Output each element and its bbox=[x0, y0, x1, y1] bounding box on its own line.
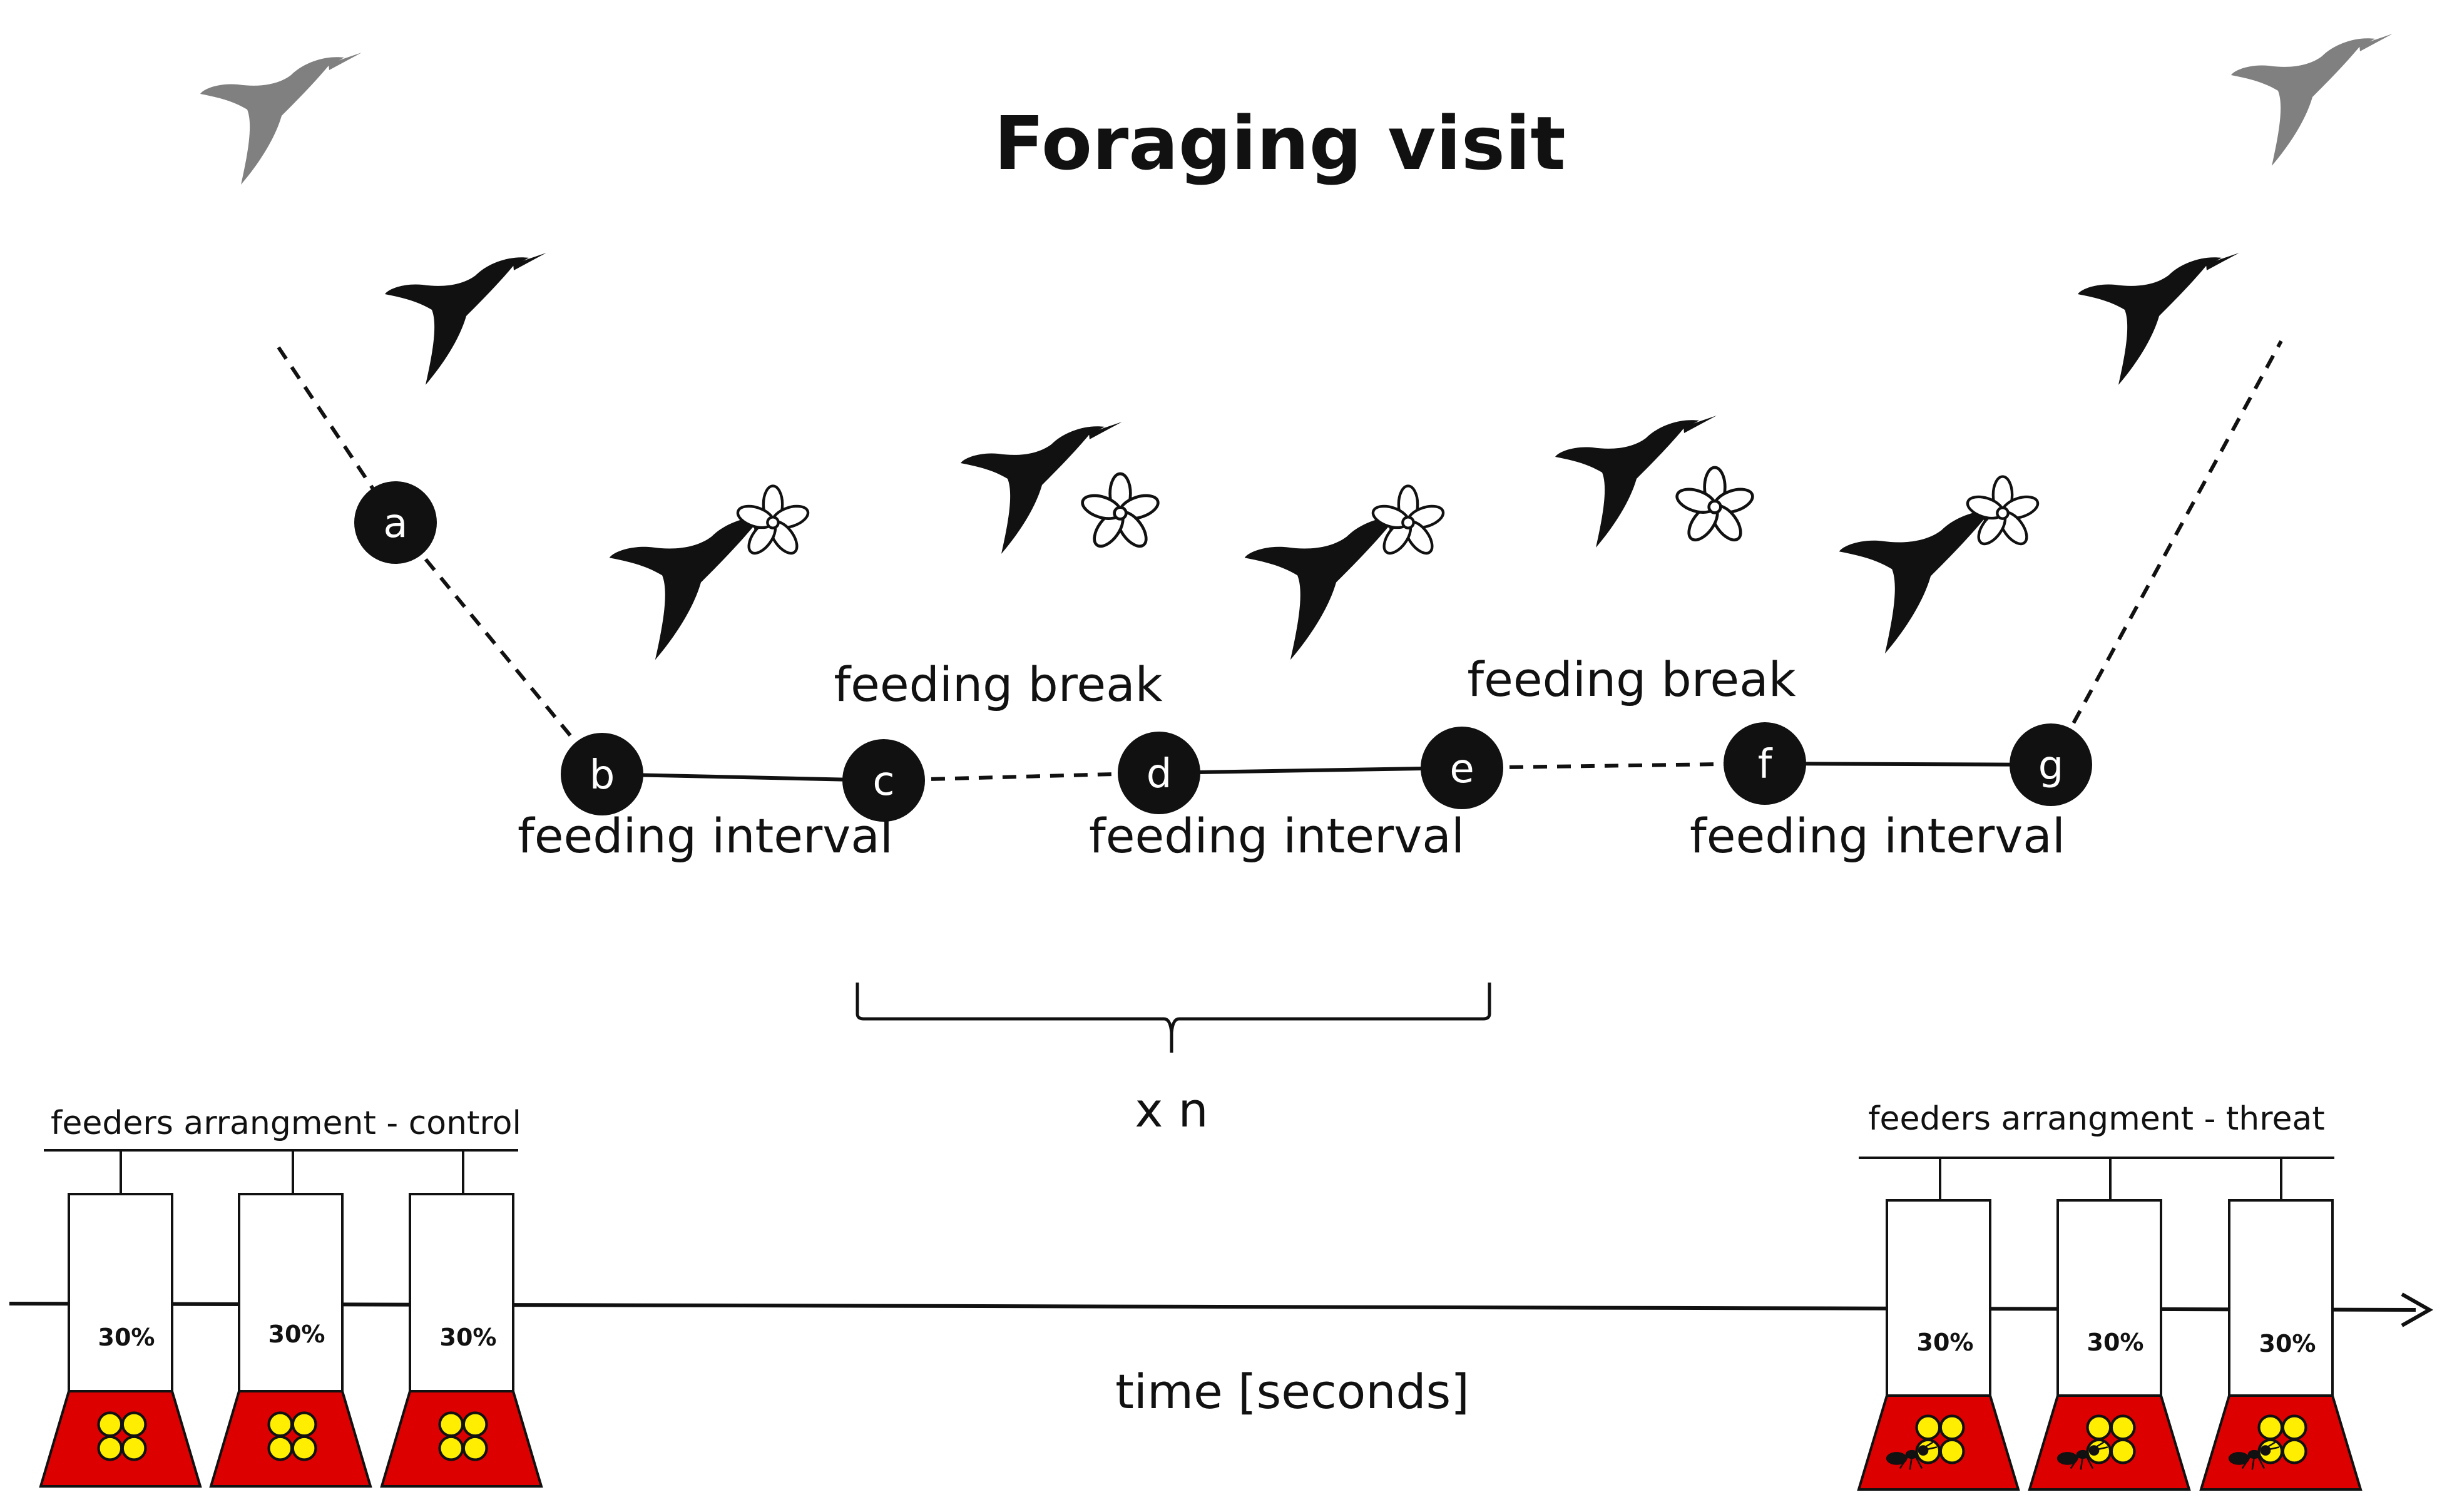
flower-icon bbox=[1371, 486, 1446, 558]
feeder: 30% bbox=[1857, 1199, 2020, 1491]
sugar-concentration: 30% bbox=[268, 1320, 325, 1348]
feeding-break-dashed-line bbox=[1461, 762, 1765, 770]
departure-dashed-line bbox=[2049, 340, 2283, 766]
node-d: d bbox=[1118, 732, 1200, 814]
feeding-break-label: feeding break bbox=[834, 656, 1162, 712]
node-f: f bbox=[1724, 722, 1806, 805]
hummingbird-icon bbox=[2231, 34, 2393, 166]
feeder-base bbox=[1857, 1394, 2020, 1491]
threat-feeders-label: feeders arrangment - threat bbox=[1868, 1100, 2324, 1138]
sugar-concentration: 30% bbox=[440, 1324, 497, 1351]
feeding-break-label: feeding break bbox=[1467, 651, 1796, 707]
flower-icon bbox=[1674, 467, 1755, 545]
node-b: b bbox=[561, 733, 643, 815]
feeder: 30% bbox=[39, 1193, 202, 1488]
feeding-interval-label: feeding interval bbox=[1690, 808, 2065, 864]
feeding-interval-label: feeding interval bbox=[1089, 808, 1464, 864]
svg-text:e: e bbox=[1449, 746, 1474, 792]
node-a: a bbox=[354, 481, 437, 564]
svg-text:b: b bbox=[590, 752, 615, 799]
node-c: c bbox=[842, 739, 925, 822]
feeder-base bbox=[209, 1390, 372, 1488]
feeder: 30% bbox=[380, 1193, 543, 1488]
feeding-interval-line bbox=[1764, 762, 2051, 767]
feeder-base bbox=[2199, 1394, 2363, 1491]
repeat-brace bbox=[856, 983, 1491, 1053]
svg-text:c: c bbox=[872, 759, 894, 805]
diagram-title: Foraging visit bbox=[994, 100, 1566, 186]
approach-dashed-line bbox=[394, 521, 604, 775]
svg-text:f: f bbox=[1758, 742, 1773, 788]
hummingbird-icon bbox=[385, 253, 546, 385]
time-axis-arrowhead bbox=[2401, 1292, 2434, 1327]
svg-text:a: a bbox=[383, 501, 407, 547]
threat-feeders: feeders arrangment - threat 30% 30% 30% bbox=[1857, 1100, 2363, 1491]
feeder-base bbox=[2028, 1394, 2191, 1491]
sugar-concentration: 30% bbox=[2259, 1330, 2316, 1357]
feeding-break-dashed-line bbox=[883, 771, 1160, 782]
sugar-concentration: 30% bbox=[98, 1324, 155, 1351]
hummingbird-icon bbox=[200, 53, 362, 185]
sugar-concentration: 30% bbox=[2087, 1329, 2144, 1356]
node-e: e bbox=[1421, 727, 1503, 809]
feeding-interval-label: feeding interval bbox=[518, 808, 893, 864]
flower-icon bbox=[1080, 474, 1161, 551]
feeder: 30% bbox=[2199, 1199, 2363, 1491]
control-feeders: feeders arrangment - control 30% 30% 30% bbox=[39, 1105, 543, 1488]
feeder-base bbox=[39, 1390, 202, 1488]
feeding-interval-line bbox=[601, 772, 884, 782]
svg-text:g: g bbox=[2038, 743, 2064, 789]
repeat-label: x n bbox=[1135, 1082, 1208, 1138]
hummingbird-icon bbox=[2078, 253, 2239, 385]
flower-icon bbox=[1965, 477, 2041, 549]
time-axis bbox=[9, 1302, 2416, 1312]
flower-icon bbox=[735, 486, 811, 558]
feeding-interval-line bbox=[1158, 766, 1463, 775]
time-axis-label: time [seconds] bbox=[1115, 1364, 1469, 1419]
visit-path bbox=[277, 340, 2283, 782]
svg-text:d: d bbox=[1147, 751, 1172, 797]
control-feeders-label: feeders arrangment - control bbox=[51, 1105, 521, 1142]
sugar-concentration: 30% bbox=[1917, 1329, 1974, 1356]
feeder: 30% bbox=[2028, 1199, 2191, 1491]
feeder: 30% bbox=[209, 1193, 372, 1488]
node-g: g bbox=[2010, 723, 2092, 806]
feeder-base bbox=[380, 1390, 543, 1488]
